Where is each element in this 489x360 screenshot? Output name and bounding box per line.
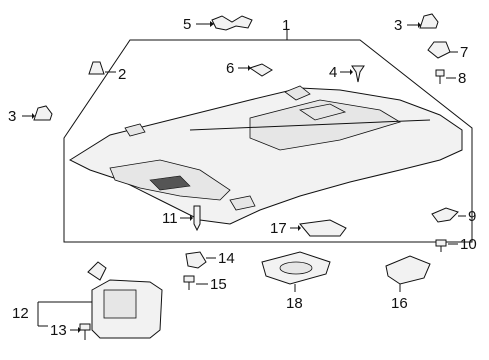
callout-13: 13 (50, 322, 67, 339)
callout-9: 9 (468, 208, 476, 225)
callout-15: 15 (210, 276, 227, 293)
headliner (68, 85, 463, 225)
part-15-screw (183, 275, 208, 290)
callout-10: 10 (460, 236, 477, 253)
part-14-clip (185, 251, 216, 269)
callout-4: 4 (329, 64, 337, 81)
part-6-bracket (238, 63, 273, 77)
part-9-clip (431, 207, 466, 223)
callout-17: 17 (270, 220, 287, 237)
callout-3b: 3 (8, 108, 16, 125)
headliner-edge (189, 119, 431, 131)
part-3-clip-top (407, 13, 439, 29)
part-7-bracket (427, 41, 458, 59)
part-11-pin (180, 205, 201, 232)
callout-6: 6 (226, 60, 234, 77)
callout-7: 7 (460, 44, 468, 61)
callout-12: 12 (12, 305, 29, 322)
part-4-fastener (340, 65, 365, 83)
callout-8: 8 (458, 70, 466, 87)
part-13-screw (70, 323, 91, 340)
callout-11: 11 (162, 210, 178, 227)
part-17-bracket (290, 219, 347, 237)
headliner-frame (63, 39, 473, 243)
part-8-screw (435, 69, 456, 84)
part-2-clip (88, 61, 116, 75)
part-16-lamp (385, 255, 431, 292)
callout-14: 14 (218, 250, 235, 267)
callout-18: 18 (286, 295, 303, 312)
part-3-clip-left (22, 105, 53, 121)
part-5-clip (196, 15, 253, 31)
callout-3a: 3 (394, 17, 402, 34)
callout-16: 16 (391, 295, 408, 312)
callout-2: 2 (118, 66, 126, 83)
part-10-screw (435, 239, 458, 252)
part-18-dome-lamp (261, 251, 331, 292)
part-12-sun-visor (37, 261, 163, 339)
callout-1: 1 (282, 17, 290, 34)
callout-5: 5 (183, 16, 191, 33)
